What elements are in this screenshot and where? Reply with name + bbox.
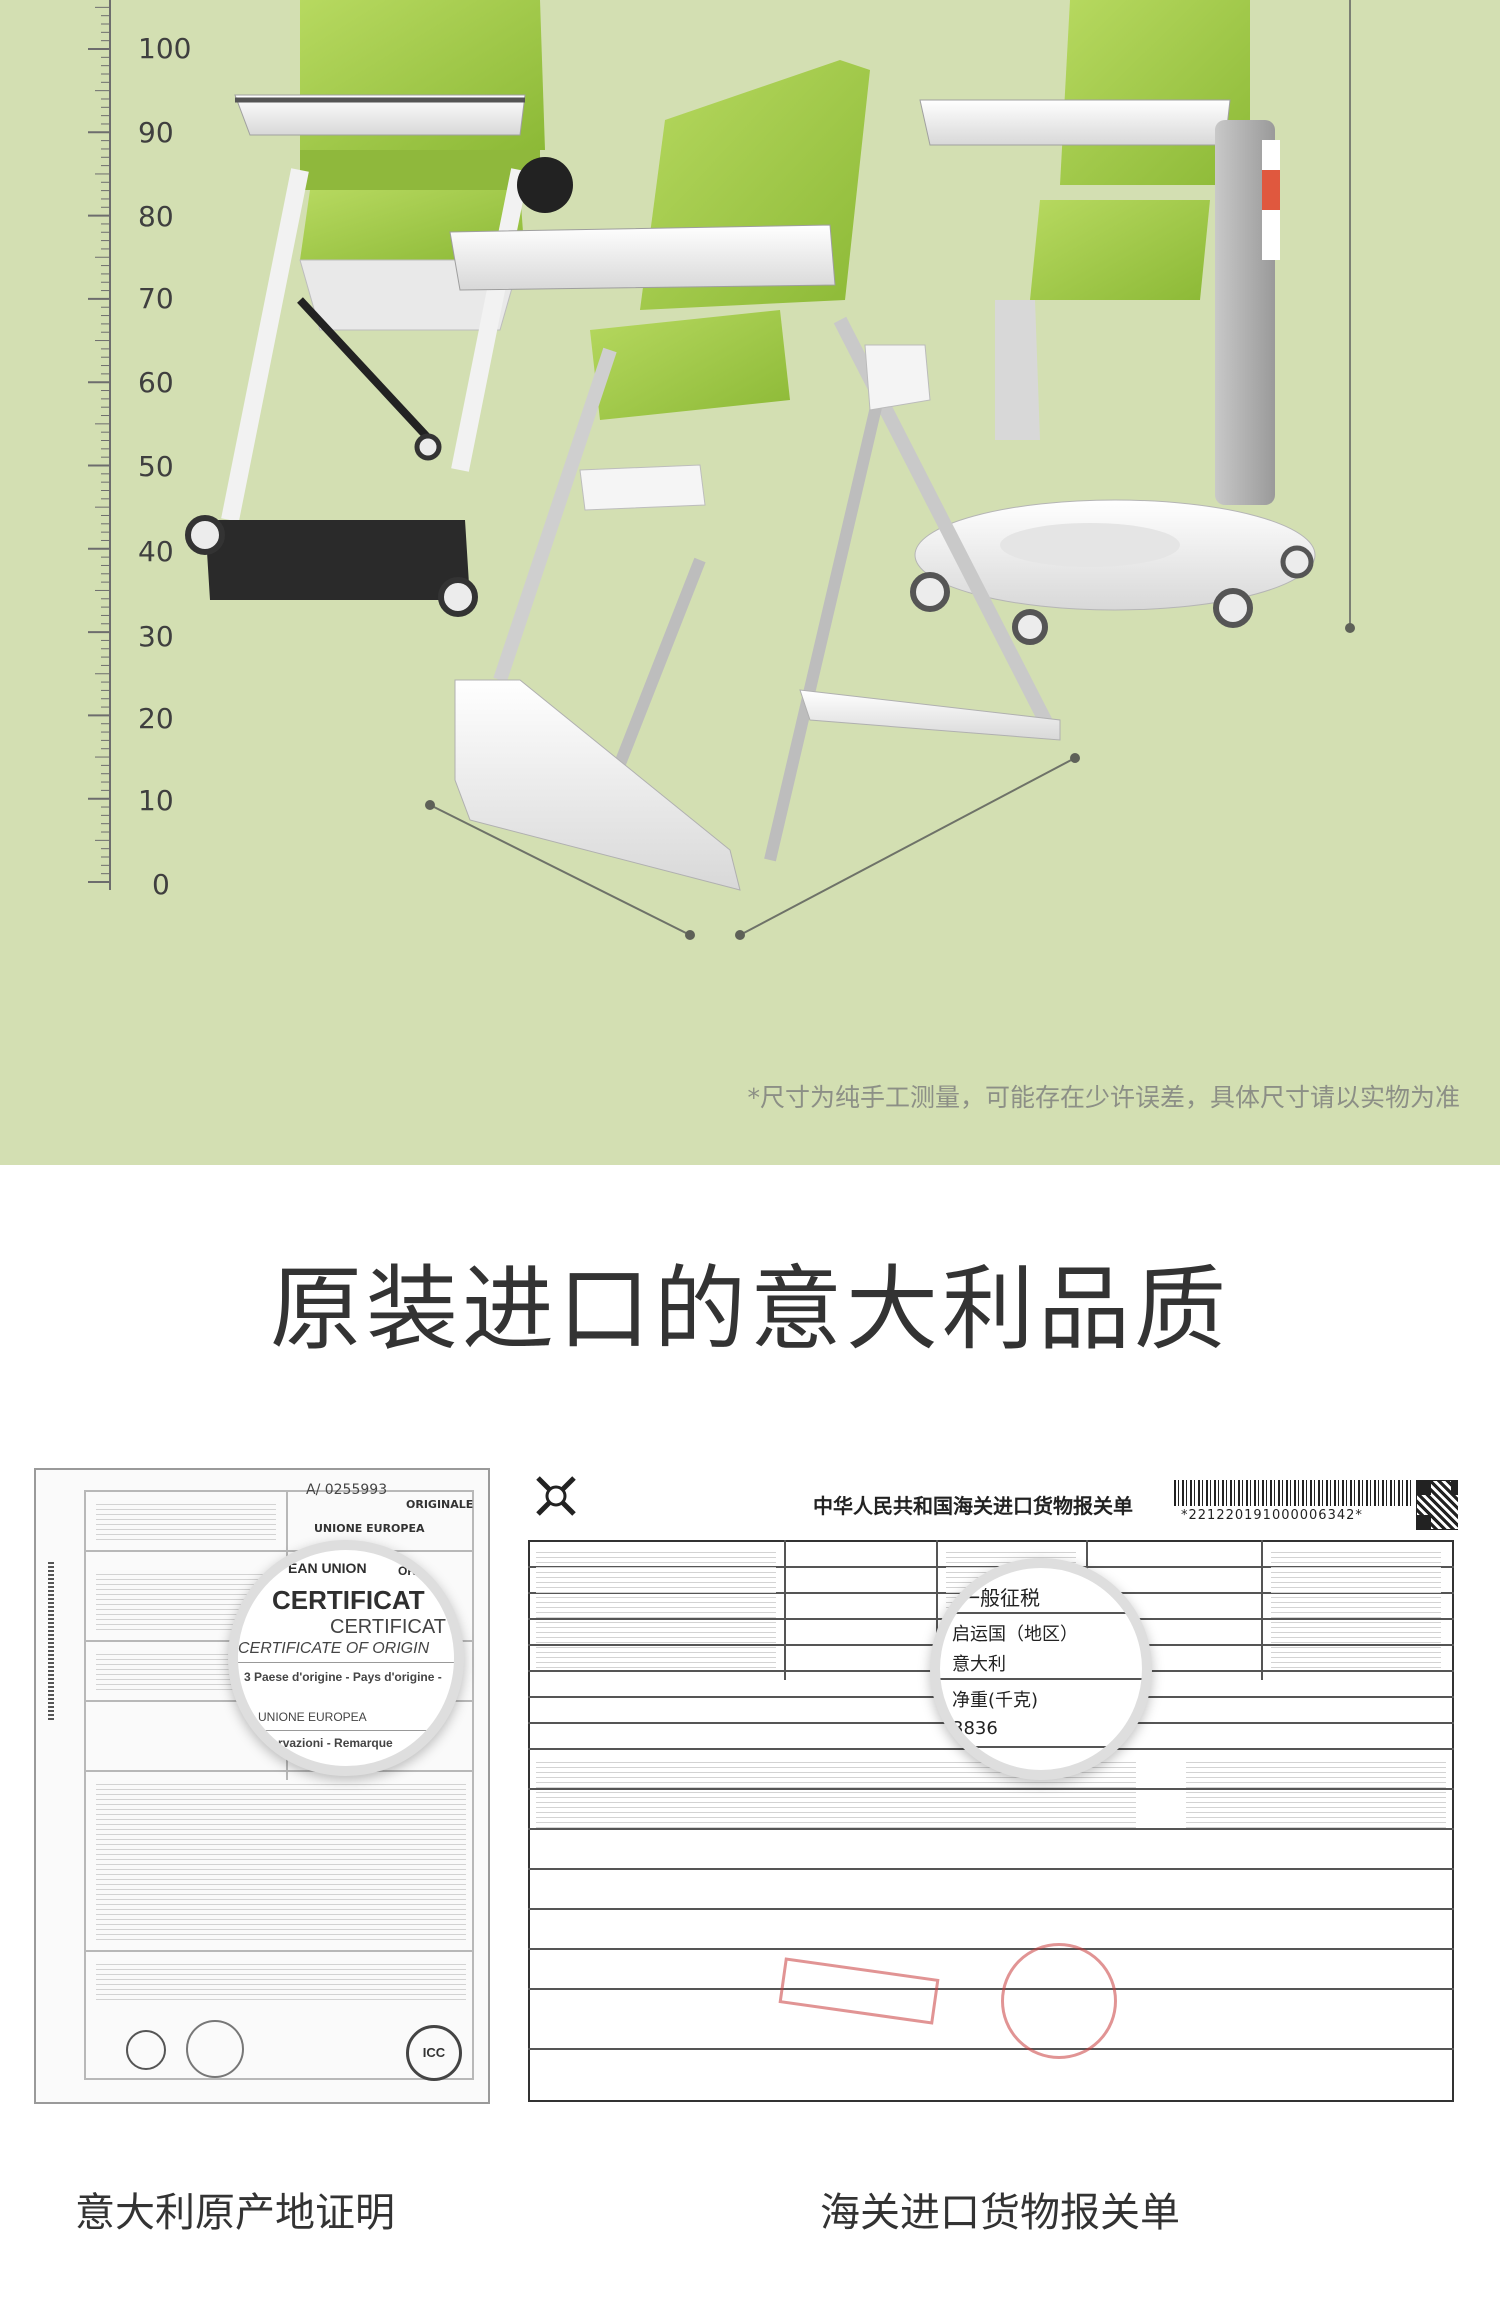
cert-paese: 3 Paese d'origine - Pays d'origine - bbox=[244, 1670, 442, 1684]
product-dimension-section: 100 90 80 70 60 50 40 30 20 10 0 bbox=[0, 0, 1500, 1165]
ruler-label-80: 80 bbox=[138, 200, 174, 233]
customs-magnifier: 一般征税 启运国（地区） 意大利 净重(千克) 3836 bbox=[930, 1558, 1152, 1780]
measurement-note: *尺寸为纯手工测量，可能存在少许误差，具体尺寸请以实物为准 bbox=[747, 1083, 1460, 1112]
cert-ean-union: EAN UNION bbox=[288, 1560, 367, 1576]
customs-emblem-icon bbox=[536, 1476, 576, 1516]
cert-sub-text: CERTIFICAT bbox=[330, 1616, 446, 1638]
customs-barcode bbox=[1174, 1480, 1414, 1506]
cert-unione-value: UNIONE EUROPEA bbox=[258, 1710, 367, 1724]
ruler-label-20: 20 bbox=[138, 702, 174, 735]
cert-osservazioni: sservazioni - Remarque bbox=[258, 1736, 393, 1750]
ruler-label-0: 0 bbox=[152, 868, 170, 901]
left-high-chair bbox=[185, 0, 573, 617]
ruler-label-40: 40 bbox=[138, 535, 174, 568]
high-chairs-image bbox=[185, 0, 1355, 940]
customs-mag-line4: 净重(千克) bbox=[952, 1690, 1039, 1711]
height-ruler bbox=[0, 0, 220, 1165]
cert-big-text: CERTIFICAT bbox=[272, 1585, 425, 1615]
ruler-label-30: 30 bbox=[138, 620, 174, 653]
center-high-chair bbox=[425, 60, 1080, 940]
icc-seal: ICC bbox=[406, 2025, 462, 2081]
caption-certificate: 意大利原产地证明 bbox=[75, 2190, 395, 2236]
ruler-label-60: 60 bbox=[138, 366, 174, 399]
cert-origine: ORIGINE bbox=[398, 1564, 449, 1578]
certificate-originale: ORIGINALE bbox=[406, 1498, 474, 1511]
caption-customs: 海关进口货物报关单 bbox=[820, 2190, 1180, 2236]
ruler-ticks bbox=[88, 0, 111, 890]
customs-mag-line1: 一般征税 bbox=[960, 1586, 1040, 1610]
customs-stamp-round bbox=[1001, 1943, 1117, 2059]
customs-mag-line2: 启运国（地区） bbox=[952, 1624, 1078, 1645]
ruler-label-50: 50 bbox=[138, 450, 174, 483]
certificate-unione: UNIONE EUROPEA bbox=[314, 1522, 425, 1535]
customs-barcode-number: *221220191000006342* bbox=[1181, 1508, 1363, 1523]
right-high-chair bbox=[910, 0, 1355, 645]
certificate-number: A/ 0255993 bbox=[306, 1482, 388, 1498]
cert-italic-line: CERTIFICATE OF ORIGIN bbox=[238, 1640, 430, 1657]
section-title: 原装进口的意大利品质 bbox=[269, 1256, 1230, 1363]
ruler-label-10: 10 bbox=[138, 784, 174, 817]
chamber-seal bbox=[186, 2020, 244, 2078]
ruler-label-100: 100 bbox=[138, 32, 192, 65]
customs-qr-code bbox=[1416, 1480, 1458, 1530]
customs-mag-line3: 意大利 bbox=[952, 1654, 1006, 1675]
ruler-label-90: 90 bbox=[138, 116, 174, 149]
ce-mark bbox=[126, 2030, 166, 2070]
certificate-magnifier: EAN UNION ORIGINE CERTIFICAT CERTIFICAT … bbox=[228, 1540, 464, 1776]
customs-declaration-image: 中华人民共和国海关进口货物报关单 *221220191000006342* bbox=[526, 1468, 1458, 2108]
customs-heading: 中华人民共和国海关进口货物报关单 bbox=[813, 1494, 1133, 1518]
customs-mag-line5: 3836 bbox=[952, 1718, 998, 1739]
ruler-label-70: 70 bbox=[138, 282, 174, 315]
icc-label: ICC bbox=[422, 2045, 446, 2060]
